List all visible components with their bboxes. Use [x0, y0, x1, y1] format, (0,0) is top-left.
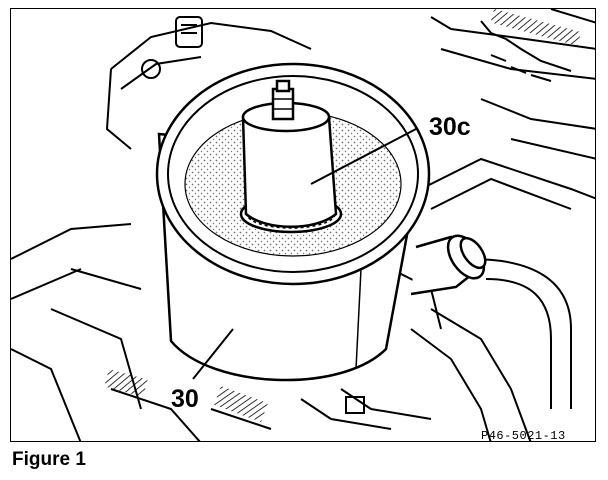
callout-filter-insert: 30c [429, 113, 471, 141]
filter-insert [239, 79, 343, 234]
hatch-belt [490, 9, 582, 46]
leader-30c [310, 128, 417, 185]
callout-reservoir: 30 [171, 385, 199, 413]
hatch-block-left [104, 369, 148, 397]
engine-background [11, 9, 595, 441]
reservoir-illustration [11, 9, 595, 441]
figure-reference-code: P46-5021-13 [481, 429, 566, 442]
leader-30 [192, 328, 234, 380]
figure-frame: 30c 30 P46-5021-13 [10, 8, 596, 442]
hatch-block-bottom [214, 386, 268, 422]
figure-caption: Figure 1 [12, 449, 86, 470]
